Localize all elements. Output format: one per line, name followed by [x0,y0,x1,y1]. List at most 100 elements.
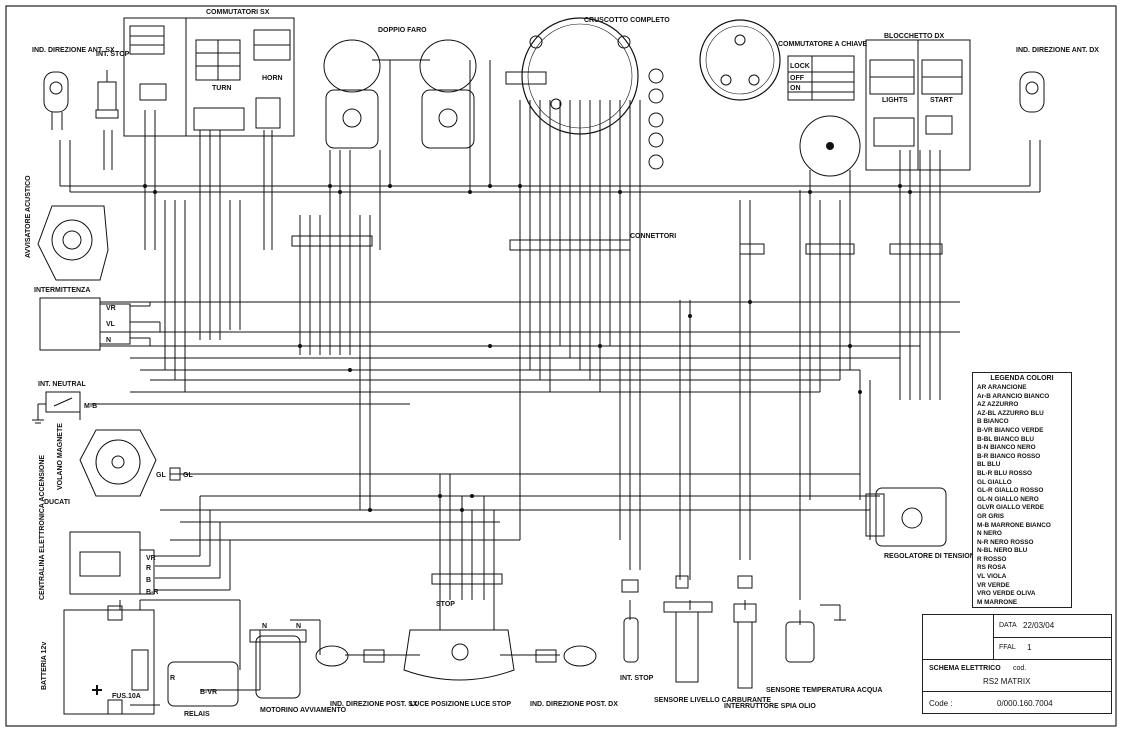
label-left-switches: COMMUTATORI SX [206,9,270,16]
ignition-control-unit [69,531,155,595]
legend-item: VL VIOLA [977,573,1007,581]
instrument-cluster [505,17,781,170]
flasher-relay [39,297,131,351]
wire-tag: VR [146,555,156,562]
legend-item: BL BLU [977,461,1001,469]
legend-item: B BIANCO [977,418,1009,426]
voltage-regulator [865,487,947,547]
legend-item: AZ-BL AZZURRO BLU [977,409,1044,417]
rear-lights [315,629,597,681]
model-name: RS2 MATRIX [983,677,1031,686]
legend-item: N NERO [977,530,1002,538]
label-oil-switch: INTERRUTTORE SPIA OLIO [724,703,816,710]
rear-brake-switch [621,579,639,663]
label-front-left-indicator: IND. DIREZIONE ANT. SX [32,47,115,54]
legend-item: N-R NERO ROSSO [977,538,1034,546]
legend-item: R ROSSO [977,555,1007,563]
wire-tag: VR [106,305,116,312]
label-start: START [930,97,954,104]
cod-label: cod. [1013,665,1027,672]
label-stop: STOP [436,601,455,608]
legend-item: Ar-B ARANCIO BIANCO [977,392,1050,400]
legend-item: VRO VERDE OLIVA [977,590,1036,598]
legend-item: M MARRONE [977,598,1018,606]
label-ecu: CENTRALINA ELETTRONICA ACCENSIONE [39,455,46,600]
connector-blocks [291,235,943,585]
legend-item: GLVR GIALLO VERDE [977,504,1044,512]
legend-item: RS ROSA [977,564,1007,572]
legend-item: GL-N GIALLO NERO [977,495,1039,503]
date-value: 22/03/04 [1023,621,1055,630]
wire-harness [59,60,1041,706]
legend-item: GR GRIS [977,512,1004,520]
horn [37,205,109,281]
legend-item: B-BL BIANCO BLU [977,435,1035,443]
left-switch-cluster [123,17,295,137]
label-regulator: REGOLATORE DI TENSIONE [884,553,980,560]
legend-item: GL-R GIALLO ROSSO [977,487,1044,495]
coolant-temp-sensor [785,605,846,663]
wire-tag: GL [183,472,193,479]
label-twin-headlight: DOPPIO FARO [378,27,427,34]
legend-item: AZ AZZURRO [977,401,1019,409]
label-rear-left-indicator: IND. DIREZIONE POST. SX [330,701,418,708]
right-switch-cluster [865,39,971,171]
wire-tag: GL [156,472,166,479]
junction-dots [143,184,912,512]
starter-motor [249,629,307,699]
label-lights: LIGHTS [882,97,908,104]
label-key-switch: COMMUTATORE A CHIAVE [778,41,868,48]
sheet-label: FFAL [999,644,1016,651]
sheet-value: 1 [1027,643,1032,652]
label-starter-motor: MOTORINO AVVIAMENTO [260,707,347,714]
legend-item: AR ARANCIONE [977,384,1027,391]
wire-tag: N [106,337,111,344]
label-lock: LOCK [790,63,810,70]
battery [63,605,155,715]
label-relay: RELAIS [184,711,210,718]
label-magneto: VOLANO MAGNETE [57,423,64,490]
label-turn: TURN [212,85,231,92]
code-value: 0/000.160.7004 [997,699,1053,708]
label-right-block: BLOCCHETTO DX [884,33,944,40]
wire-tag: R [170,675,175,682]
wire-tag: VL [106,321,116,328]
legend-item: VR VERDE [977,581,1010,589]
wire-tag: B [146,577,151,584]
date-label: DATA [999,622,1017,629]
legend-item: GL GIALLO [977,478,1012,486]
label-fuse: FUS.10A [112,693,141,700]
flywheel-magneto [79,429,181,497]
legend-item: M-B MARRONE BIANCO [977,521,1051,529]
schema-label: SCHEMA ELETTRICO [929,665,1001,672]
title-block: DATA 22/03/04 FFAL 1 SCHEMA ELETTRICO co… [922,614,1112,714]
wire-tag: N [296,623,301,630]
twin-headlight [323,39,477,149]
front-brake-switch [95,70,119,119]
label-on: ON [790,85,801,92]
fuel-level-sensor [663,575,713,683]
label-rear-brake: INT. STOP [620,675,654,682]
label-fuel-sensor: SENSORE LIVELLO CARBURANTE [654,697,771,704]
page-border [5,5,1117,727]
legend-item: N-BL NERO BLU [977,547,1028,555]
label-tail-light: LUCE POSIZIONE LUCE STOP [410,701,511,708]
ignition-switch [787,55,861,177]
label-connectors: CONNETTORI [630,233,676,240]
legend-item: B-VR BIANCO VERDE [977,426,1044,434]
label-horn: HORN [262,75,283,82]
label-off: OFF [790,75,805,82]
wire-tag: B-R [146,589,158,596]
wire-tag: B-VR [200,689,217,696]
legend-title: LEGENDA COLORI [990,375,1054,382]
legend-item: B-N BIANCO NERO [977,444,1036,452]
legend-item: BL-R BLU ROSSO [977,469,1033,477]
label-neutral: INT. NEUTRAL [38,381,87,388]
label-front-brake: INT. STOP [96,51,130,58]
front-left-indicator [43,71,69,130]
wire-tag: N [262,623,267,630]
label-battery: BATTERIA 12v [41,642,48,690]
starter-relay [167,661,239,707]
